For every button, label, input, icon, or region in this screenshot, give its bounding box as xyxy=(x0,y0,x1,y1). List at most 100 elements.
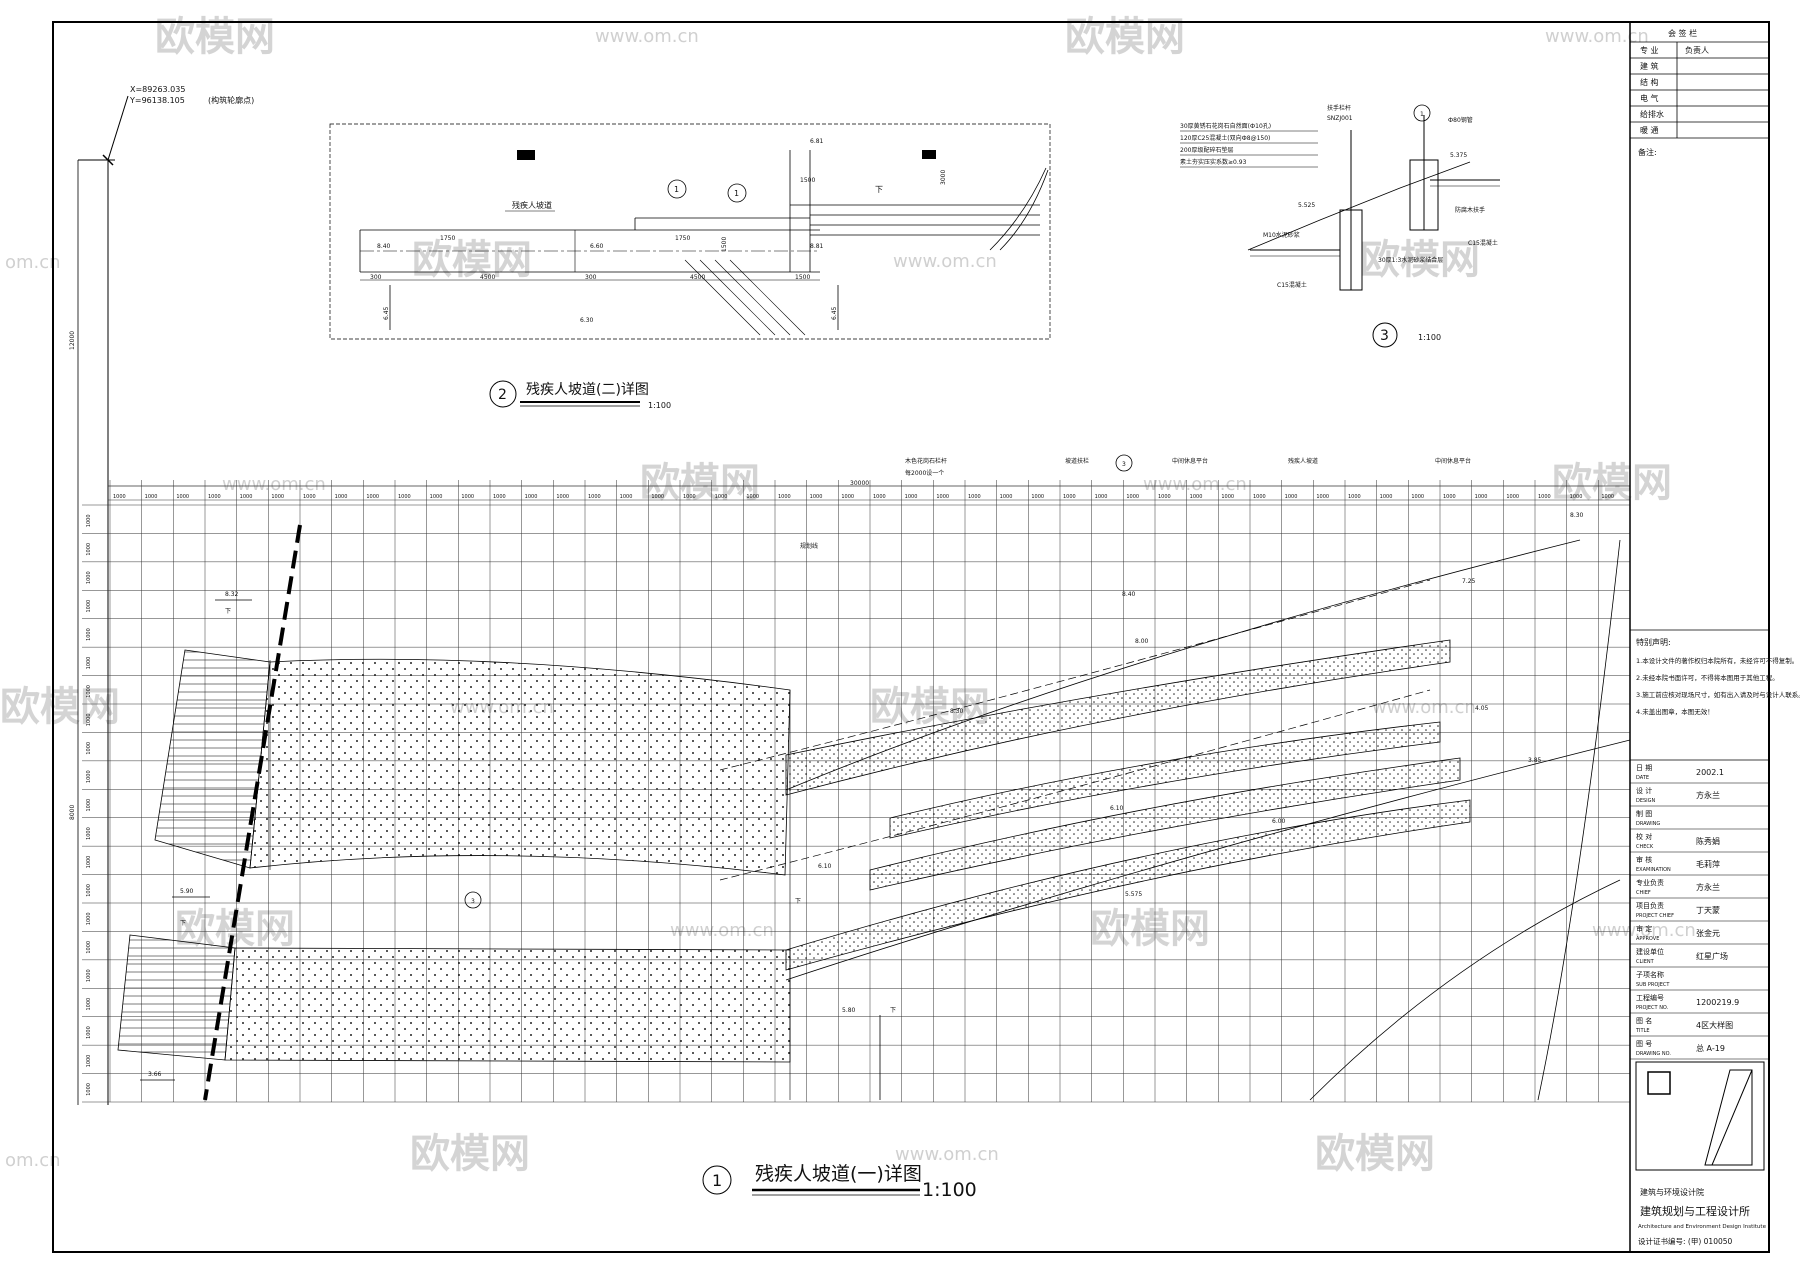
sign-row-5: 暖 通 xyxy=(1640,125,1659,135)
license: 设计证书编号: (甲) 010050 xyxy=(1638,1236,1733,1246)
grid-cell-dim: 1000 xyxy=(588,494,601,500)
elev-e11: 3.85 xyxy=(1528,757,1542,764)
grid-cell-dim: 1000 xyxy=(303,494,316,500)
sign-row-1: 建 筑 xyxy=(1640,61,1659,71)
watermark-url: www.om.cn xyxy=(222,474,326,495)
grid-cell-dim: 1000 xyxy=(86,799,92,812)
d3-note-6: SNZJ001 xyxy=(1327,115,1353,122)
upper-plaza xyxy=(249,658,791,876)
grid-cell-dim: 1000 xyxy=(525,494,538,500)
watermark-brand: 欧模网 xyxy=(1090,906,1210,952)
rest-platform-1: 中间休息平台 xyxy=(1172,457,1208,465)
grid-cell-dim: 1000 xyxy=(86,969,92,982)
detail-3-drawing: 5.525 5.375 30厚黄锈石花岗石自然面(Ф10孔) 120厚C25混凝… xyxy=(1180,104,1500,348)
d2-circle-2: 1 xyxy=(734,189,739,198)
grid-cell-dim: 1000 xyxy=(271,494,284,500)
d3-note-7: Ф80钢管 xyxy=(1448,116,1473,124)
grid-cell-dim: 1000 xyxy=(493,494,506,500)
title-block-row-label-en: APPROVE xyxy=(1636,936,1659,942)
grid-cell-dim: 1000 xyxy=(86,1026,92,1039)
grid-cell-dim: 1000 xyxy=(86,998,92,1011)
grid-cell-dim: 1000 xyxy=(86,941,92,954)
sign-row-4: 给排水 xyxy=(1640,109,1664,119)
grid-cell-dim: 1000 xyxy=(86,543,92,556)
title-block-row-label: 子项名称 xyxy=(1636,970,1664,979)
d2-ramp-label: 残疾人坡道 xyxy=(512,200,552,210)
grid-cell-dim: 1000 xyxy=(1221,494,1234,500)
d2-elev-1: 8.40 xyxy=(377,243,391,250)
grid-cell-dim: 1000 xyxy=(1158,494,1171,500)
ramp-band-4 xyxy=(785,799,1471,971)
down-1: 下 xyxy=(225,608,231,615)
grid-cell-dim: 1000 xyxy=(1506,494,1519,500)
grid-cell-dim: 1000 xyxy=(86,713,92,726)
title-block-row-value: 红星广场 xyxy=(1696,951,1728,961)
detail-1-annotations: 30000 木色花岗石栏杆 每2000设一个 坡道扶栏 3 中间休息平台 残疾人… xyxy=(800,454,1471,550)
watermark-url: www.om.cn xyxy=(1372,697,1476,718)
grid-cell-dim: 1000 xyxy=(715,494,728,500)
grid-cell-dim: 1000 xyxy=(683,494,696,500)
watermark-brand: 欧模网 xyxy=(155,14,275,60)
grid-cell-dim: 1000 xyxy=(841,494,854,500)
title-block-row-value: 张金元 xyxy=(1696,928,1720,938)
grid-cell-dim: 1000 xyxy=(86,628,92,641)
lower-plaza xyxy=(224,947,791,1063)
rest-platform-2: 中间休息平台 xyxy=(1435,457,1471,465)
detail-2-drawing: 300 4500 300 4500 1500 1750 1750 1500 15… xyxy=(329,123,1051,340)
grid-cell-dim: 1000 xyxy=(86,827,92,840)
sheet-border xyxy=(52,21,1770,1253)
grid-cell-dim: 1000 xyxy=(461,494,474,500)
watermarks: 欧模网 www.om.cn 欧模网 www.om.cn om.cn 欧模网 ww… xyxy=(0,14,1696,1177)
grid-cell-dim: 1000 xyxy=(620,494,633,500)
grid-cell-dim: 1000 xyxy=(556,494,569,500)
stone-note-1: 木色花岗石栏杆 xyxy=(905,457,947,465)
detail-1-scale: 1:100 xyxy=(922,1179,977,1201)
grid-cell-dim: 1000 xyxy=(1348,494,1361,500)
grid-cell-dim: 1000 xyxy=(968,494,981,500)
title-block-row-label-en: TITLE xyxy=(1635,1028,1650,1034)
watermark-brand: 欧模网 xyxy=(1360,237,1480,283)
grid-cell-dim: 1000 xyxy=(86,884,92,897)
circle-3-plan: 3 xyxy=(471,898,475,905)
grid-cell-dim: 1000 xyxy=(1190,494,1203,500)
title-block-row-value: 4区大样图 xyxy=(1696,1020,1733,1030)
grid-cell-dim: 1000 xyxy=(398,494,411,500)
d2-elev-2: 6.81 xyxy=(810,138,824,145)
lower-stair xyxy=(117,934,236,1061)
d2-dim-w1: 1750 xyxy=(440,235,455,242)
sign-row-2: 结 构 xyxy=(1640,77,1659,87)
grid-cell-dim: 1000 xyxy=(366,494,379,500)
title-block-row-value: 方永兰 xyxy=(1696,790,1720,800)
ramp-band-2 xyxy=(889,721,1441,839)
sign-col-2: 负责人 xyxy=(1685,45,1709,55)
title-block-row-value: 陈秀娟 xyxy=(1696,836,1720,846)
grid-cell-dim: 1000 xyxy=(873,494,886,500)
elev-e13: 6.00 xyxy=(1272,818,1286,825)
d3-note-9: 防腐木扶手 xyxy=(1455,206,1485,214)
d2-down-arrow: 下 xyxy=(875,185,883,194)
elev-e15: 8.30 xyxy=(950,708,964,715)
d2-elev-3: 8.81 xyxy=(810,243,824,250)
ramp-band-1 xyxy=(785,639,1451,796)
title-block-row-label: 图 号 xyxy=(1636,1040,1652,1048)
elev-e3: 8.40 xyxy=(1122,591,1136,598)
institute-line: 建筑规划与工程设计所 xyxy=(1640,1204,1750,1218)
grid-cell-dim: 1000 xyxy=(1253,494,1266,500)
title-block-row-label: 审 核 xyxy=(1636,855,1652,864)
sign-row-3: 电 气 xyxy=(1640,93,1659,103)
grid-cell-dim: 1000 xyxy=(113,494,126,500)
watermark-url: om.cn xyxy=(5,252,61,273)
title-block-row-label-en: SUB PROJECT xyxy=(1636,982,1670,988)
elev-e12: 5.575 xyxy=(1125,891,1142,898)
elev-e14: 6.10 xyxy=(1110,805,1124,812)
grid-cell-dim: 1000 xyxy=(1601,494,1614,500)
title-block-row-label: 日 期 xyxy=(1636,764,1652,772)
d3-note-12: C15混凝土 xyxy=(1277,281,1307,289)
grid-cell-dim: 1000 xyxy=(86,571,92,584)
note-3: 3.施工前应核对现场尺寸，如有出入请及时与设计人联系。 xyxy=(1636,690,1800,699)
title-block-row-label-en: DRAWING xyxy=(1636,821,1660,827)
coord-x: X=89263.035 xyxy=(130,85,185,94)
title-block-row-label: 设 计 xyxy=(1636,786,1652,795)
d2-dim-h1: 1500 xyxy=(721,237,728,252)
title-block-row-label-en: PROJECT NO. xyxy=(1636,1005,1669,1011)
